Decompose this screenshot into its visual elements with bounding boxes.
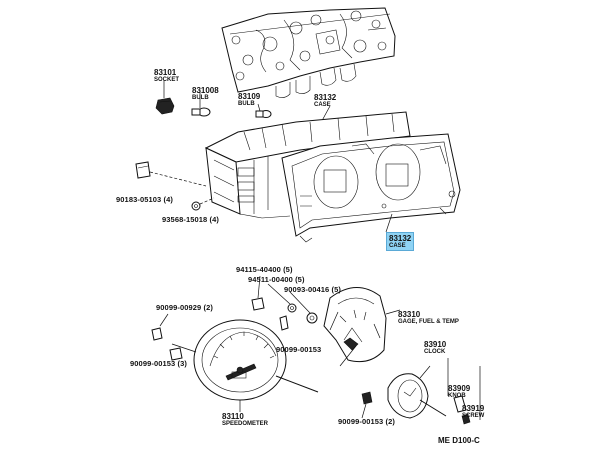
label-90099-b: 90099-00153 bbox=[276, 345, 322, 354]
clock-knob bbox=[453, 395, 467, 413]
label-93568: 93568-15018 (4) bbox=[162, 215, 219, 224]
clip-90183 bbox=[135, 161, 207, 187]
screw-93568 bbox=[191, 197, 215, 211]
label-speedometer: 83110 SPEEDOMETER bbox=[222, 412, 268, 427]
drawing-code: ME D100-C bbox=[438, 436, 480, 445]
part-name: CASE bbox=[314, 102, 331, 108]
screw-90099-d bbox=[361, 391, 373, 419]
label-94115: 94115-40400 (5) bbox=[236, 265, 293, 274]
part-name: SCREW bbox=[462, 413, 485, 419]
part-name: CLOCK bbox=[424, 349, 446, 355]
part-number: 831008 bbox=[192, 86, 219, 95]
label-case-highlighted[interactable]: 83132 CASE bbox=[386, 232, 415, 251]
part-number: 83101 bbox=[154, 68, 177, 77]
part-number: 83110 bbox=[222, 412, 244, 421]
label-90183: 90183-05103 (4) bbox=[116, 195, 173, 204]
label-bulb-2: 83109 BULB bbox=[238, 92, 260, 107]
speedometer bbox=[171, 319, 319, 412]
label-screw: 83919 SCREW bbox=[462, 404, 484, 419]
screw-90099-a bbox=[151, 313, 169, 341]
label-90099-a: 90099-00929 (2) bbox=[156, 303, 213, 312]
part-name: BULB bbox=[238, 101, 255, 107]
part-name: SOCKET bbox=[154, 77, 180, 83]
case-housing bbox=[204, 111, 461, 243]
label-gage: 83310 GAGE, FUEL & TEMP bbox=[398, 310, 459, 325]
label-knob: 83909 KNOB bbox=[448, 384, 470, 399]
part-number: 83310 bbox=[398, 310, 421, 319]
part-name: GAGE, FUEL & TEMP bbox=[398, 319, 459, 325]
label-socket: 83101 SOCKET bbox=[154, 68, 179, 83]
socket-part bbox=[155, 80, 175, 115]
bulb-part-2 bbox=[255, 103, 272, 118]
label-case-top: 83132 CASE bbox=[314, 93, 336, 108]
part-number: 83109 bbox=[238, 92, 261, 101]
label-90099-d: 90099-00153 (2) bbox=[338, 417, 395, 426]
part-number: 83132 bbox=[389, 234, 412, 243]
part-name: CASE bbox=[389, 243, 406, 249]
clock bbox=[387, 358, 481, 420]
clock-screw bbox=[461, 413, 471, 425]
label-90099-c: 90099-00153 (3) bbox=[130, 359, 187, 368]
hardware-stack bbox=[251, 275, 318, 331]
part-number: 83910 bbox=[424, 340, 447, 349]
part-name: BULB bbox=[192, 95, 209, 101]
bulb-part-1 bbox=[191, 90, 211, 117]
part-name: KNOB bbox=[448, 393, 466, 399]
screw-90099-c bbox=[169, 347, 183, 361]
part-name: SPEEDOMETER bbox=[222, 421, 269, 427]
part-number: 83919 bbox=[462, 404, 485, 413]
label-94511: 94511-00400 (5) bbox=[248, 275, 305, 284]
label-clock: 83910 CLOCK bbox=[424, 340, 446, 355]
circuit-plate bbox=[221, 7, 396, 98]
part-number: 83909 bbox=[448, 384, 471, 393]
label-bulb-1: 831008 BULB bbox=[192, 86, 219, 101]
part-number: 83132 bbox=[314, 93, 337, 102]
label-90093: 90093-00416 (5) bbox=[284, 285, 341, 294]
gage-fuel-temp bbox=[323, 287, 401, 367]
